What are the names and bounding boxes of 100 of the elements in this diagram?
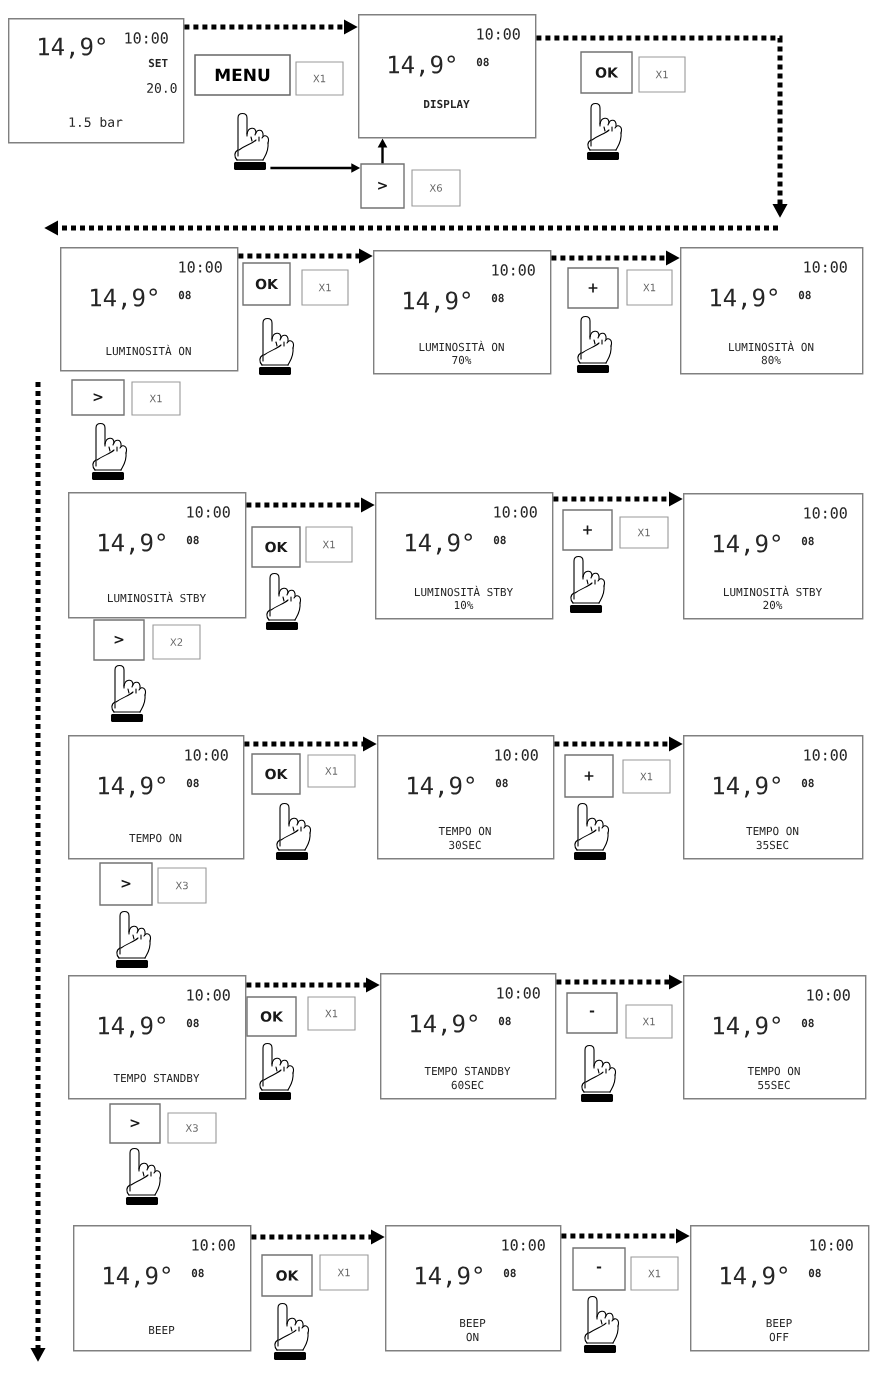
temperature-reading: 14,9° bbox=[389, 55, 455, 77]
clock-time: 10:00 bbox=[810, 1239, 853, 1251]
clock-time: 10:00 bbox=[192, 1239, 235, 1251]
menu-item-label: TEMPO STANDBY bbox=[113, 1073, 200, 1083]
temperature-reading: 14,9° bbox=[714, 534, 780, 556]
clock-time: 10:00 bbox=[187, 989, 230, 1001]
setting-value: 55SEC bbox=[758, 1080, 790, 1090]
status-code: 08 bbox=[798, 290, 811, 300]
temperature-reading: 14,9° bbox=[404, 291, 470, 313]
hand-icon bbox=[234, 112, 269, 170]
clock-time: 10:00 bbox=[495, 749, 538, 761]
display-screen bbox=[68, 492, 247, 619]
key-button: - bbox=[566, 992, 618, 1034]
temperature-reading: 14,9° bbox=[91, 288, 157, 310]
display-screen bbox=[8, 18, 185, 144]
temperature-reading: 14,9° bbox=[408, 776, 474, 798]
temperature-reading: 14,9° bbox=[714, 1016, 780, 1038]
display-screen bbox=[683, 975, 867, 1100]
key-button: MENU bbox=[194, 54, 291, 96]
press-count-tag: X1 bbox=[622, 759, 671, 794]
setting-value: 35SEC bbox=[756, 840, 789, 850]
menu-item-label: BEEP bbox=[766, 1319, 792, 1328]
press-count-tag: X1 bbox=[305, 526, 353, 563]
setpoint-value: 20.0 bbox=[147, 83, 177, 93]
status-code: 08 bbox=[186, 1018, 199, 1028]
key-button: OK bbox=[251, 526, 301, 568]
setting-value: 60SEC bbox=[451, 1080, 484, 1090]
key-button: + bbox=[564, 754, 614, 798]
key-button: > bbox=[99, 862, 153, 906]
key-button: > bbox=[109, 1103, 161, 1144]
temperature-reading: 14,9° bbox=[721, 1266, 787, 1288]
status-code: 08 bbox=[493, 535, 506, 545]
setting-value: 80% bbox=[761, 355, 781, 365]
status-code: 08 bbox=[498, 1016, 511, 1026]
press-count-tag: X1 bbox=[319, 1254, 369, 1291]
display-screen bbox=[68, 735, 245, 860]
temperature-reading: 14,9° bbox=[711, 288, 777, 310]
status-code: 08 bbox=[186, 535, 199, 545]
display-screen bbox=[385, 1225, 562, 1352]
status-code: 08 bbox=[476, 57, 489, 67]
menu-item-label: LUMINOSITÀ ON bbox=[729, 340, 814, 352]
press-count-tag: X1 bbox=[625, 1004, 673, 1039]
menu-item-label: TEMPO ON bbox=[746, 826, 799, 836]
setting-value: 70% bbox=[452, 355, 472, 365]
menu-item-label: TEMPO ON bbox=[438, 826, 491, 836]
press-count-tag: X1 bbox=[619, 516, 669, 549]
press-count-tag: X2 bbox=[152, 624, 201, 660]
temperature-reading: 14,9° bbox=[406, 533, 472, 555]
display-screen bbox=[60, 247, 239, 372]
clock-time: 10:00 bbox=[804, 749, 847, 761]
temperature-reading: 14,9° bbox=[411, 1014, 477, 1036]
setting-value: 20% bbox=[763, 600, 783, 610]
temperature-reading: 14,9° bbox=[99, 776, 165, 798]
press-count-tag: X1 bbox=[307, 996, 356, 1031]
display-screen bbox=[690, 1225, 870, 1352]
display-screen bbox=[358, 14, 537, 139]
menu-item-label: LUMINOSITÀ STBY bbox=[724, 585, 822, 597]
key-button: > bbox=[93, 619, 145, 661]
display-screen bbox=[68, 975, 247, 1100]
menu-item-label: LUMINOSITÀ STBY bbox=[108, 591, 206, 603]
display-screen bbox=[683, 735, 864, 860]
status-code: 08 bbox=[495, 778, 508, 788]
status-code: 08 bbox=[801, 778, 814, 788]
status-code: 08 bbox=[808, 1268, 821, 1278]
clock-time: 10:00 bbox=[179, 261, 222, 273]
display-screen bbox=[375, 492, 554, 620]
pressure-reading: 1.5 bar bbox=[69, 116, 123, 128]
press-count-tag: X1 bbox=[131, 381, 181, 416]
press-count-tag: X3 bbox=[157, 867, 207, 904]
press-count-tag: X1 bbox=[295, 61, 344, 96]
status-code: 08 bbox=[491, 293, 504, 303]
temperature-reading: 14,9° bbox=[39, 37, 105, 59]
key-button: > bbox=[71, 379, 125, 416]
status-code: 08 bbox=[801, 1018, 814, 1028]
clock-time: 10:00 bbox=[125, 32, 168, 44]
display-screen bbox=[377, 735, 555, 860]
menu-item-label: LUMINOSITÀ ON bbox=[419, 340, 504, 352]
setpoint-label: SET bbox=[148, 58, 168, 68]
display-screen bbox=[73, 1225, 252, 1352]
press-count-tag: X1 bbox=[626, 269, 673, 306]
status-code: 08 bbox=[801, 536, 814, 546]
display-screen bbox=[680, 247, 864, 375]
clock-time: 10:00 bbox=[502, 1239, 545, 1251]
key-button: + bbox=[562, 509, 613, 551]
clock-time: 10:00 bbox=[477, 28, 520, 40]
clock-time: 10:00 bbox=[492, 264, 535, 276]
setting-value: 10% bbox=[454, 600, 474, 610]
status-code: 08 bbox=[186, 778, 199, 788]
display-screen bbox=[683, 493, 864, 620]
press-count-tag: X1 bbox=[307, 754, 356, 788]
temperature-reading: 14,9° bbox=[99, 1016, 165, 1038]
clock-time: 10:00 bbox=[804, 261, 847, 273]
clock-time: 10:00 bbox=[494, 506, 537, 518]
status-code: 08 bbox=[503, 1268, 516, 1278]
temperature-reading: 14,9° bbox=[99, 533, 165, 555]
temperature-reading: 14,9° bbox=[416, 1266, 482, 1288]
key-button: OK bbox=[251, 753, 301, 795]
menu-item-label: LUMINOSITÀ ON bbox=[106, 344, 191, 356]
key-button: - bbox=[572, 1247, 626, 1291]
menu-item-label: BEEP bbox=[149, 1326, 175, 1335]
